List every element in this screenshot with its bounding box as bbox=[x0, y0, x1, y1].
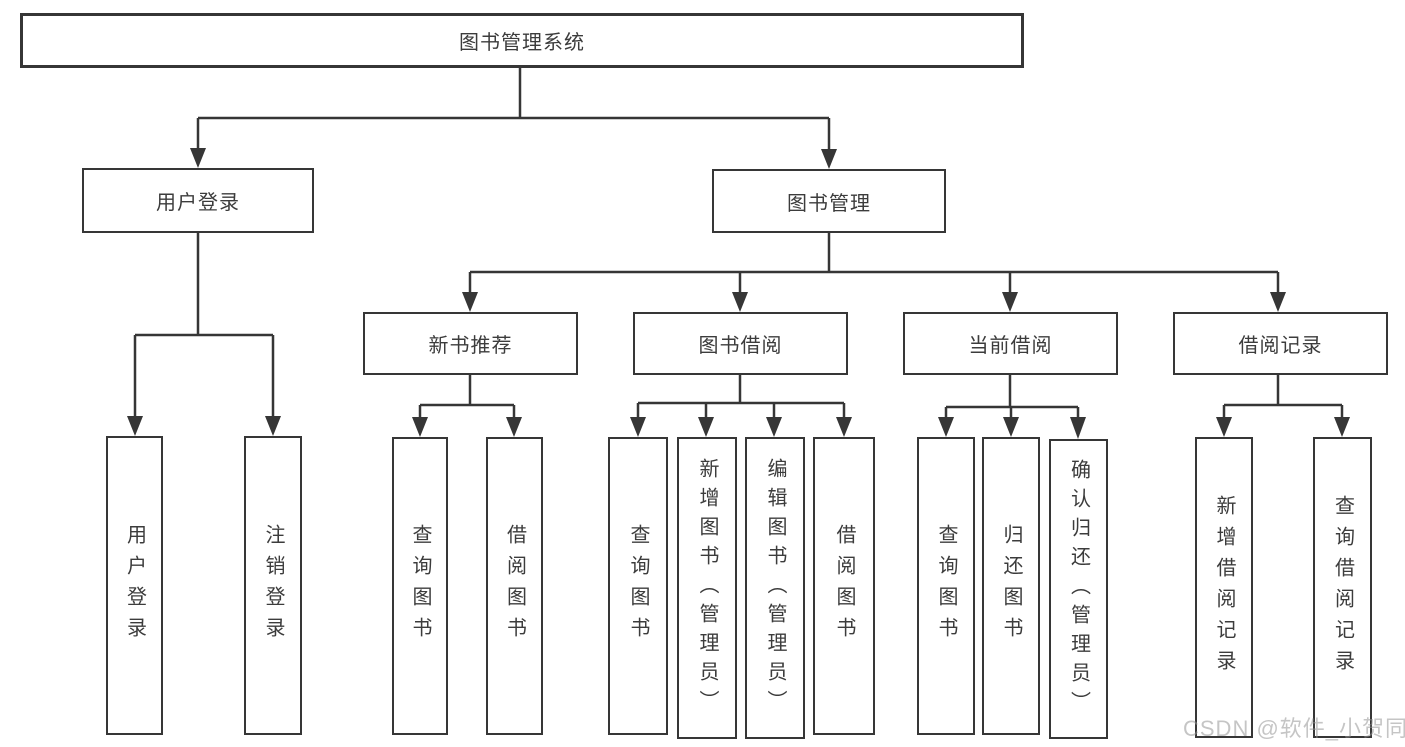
leaf-records-add-record: 新增借阅记录 bbox=[1195, 437, 1253, 738]
leaf-user-login: 用户登录 bbox=[106, 436, 163, 735]
leaf-current-return-books: 归还图书 bbox=[982, 437, 1040, 735]
leaf-borrowing-query-books: 查询图书 bbox=[608, 437, 668, 735]
leaf-borrowing-add-books-admin: 新增图书（管理员） bbox=[677, 437, 737, 739]
node-user-login: 用户登录 bbox=[82, 168, 314, 233]
node-borrowing-records: 借阅记录 bbox=[1173, 312, 1388, 375]
node-current-borrowing: 当前借阅 bbox=[903, 312, 1118, 375]
arrowheads bbox=[127, 148, 1350, 439]
leaf-borrowing-edit-books-admin: 编辑图书（管理员） bbox=[745, 437, 805, 739]
leaf-logout: 注销登录 bbox=[244, 436, 302, 735]
node-library-management-system: 图书管理系统 bbox=[20, 13, 1024, 68]
leaf-current-query-books: 查询图书 bbox=[917, 437, 975, 735]
leaf-borrowing-borrow-books: 借阅图书 bbox=[813, 437, 875, 735]
leaf-newbook-query-books: 查询图书 bbox=[392, 437, 448, 735]
leaf-current-confirm-return-admin: 确认归还（管理员） bbox=[1049, 439, 1108, 739]
leaf-records-query-record: 查询借阅记录 bbox=[1313, 437, 1372, 738]
node-new-book-recommend: 新书推荐 bbox=[363, 312, 578, 375]
csdn-watermark: CSDN @软件_小贺同学 bbox=[1183, 716, 1405, 741]
node-book-borrowing: 图书借阅 bbox=[633, 312, 848, 375]
node-book-management: 图书管理 bbox=[712, 169, 946, 233]
leaf-newbook-borrow-books: 借阅图书 bbox=[486, 437, 543, 735]
